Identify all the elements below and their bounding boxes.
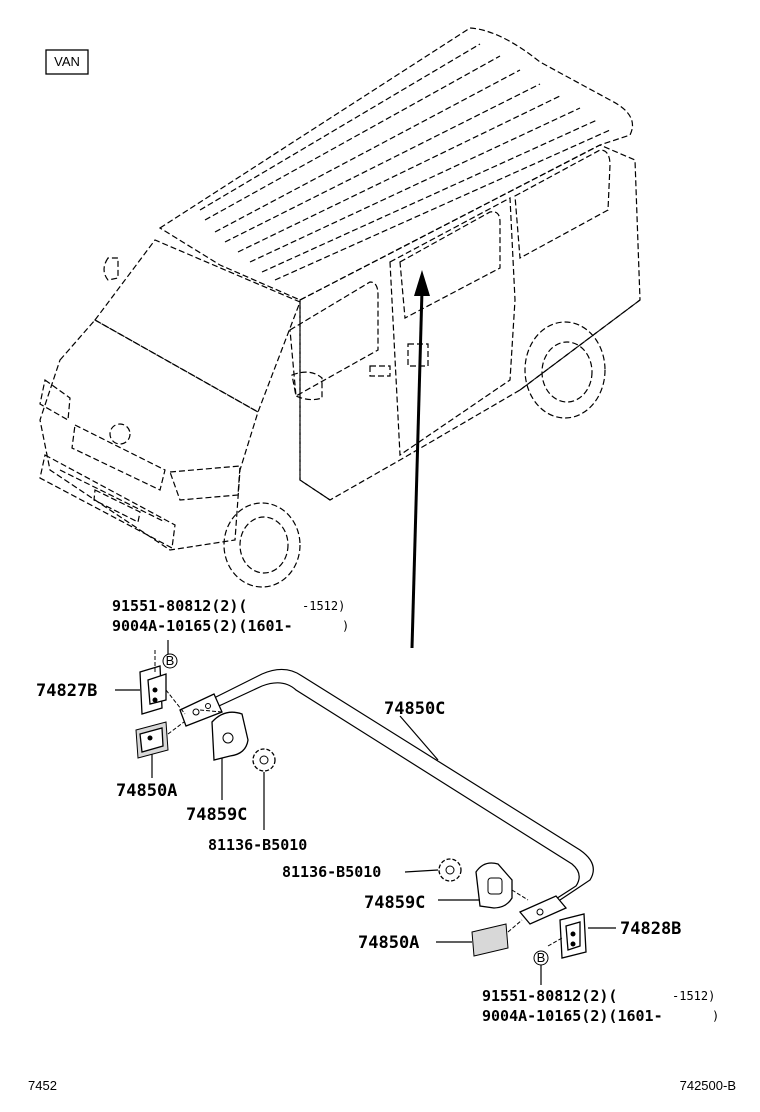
- van-rear-window: [514, 149, 611, 259]
- label-74859c-right: 74859C: [364, 893, 425, 913]
- bolt-marker-top-text: B: [166, 653, 175, 668]
- van-headlight-right: [169, 465, 241, 501]
- van-left-mirror: [103, 257, 119, 281]
- leader-lines: [115, 689, 616, 943]
- van-slide-handle: [407, 343, 429, 367]
- van-emblem: [109, 423, 131, 445]
- bolt-bottom-part2: 9004A-10165(2)(1601-: [482, 1007, 663, 1025]
- van-front-wheel: [223, 502, 301, 588]
- label-74850a-left: 74850A: [116, 781, 177, 801]
- label-74828b: 74828B: [620, 919, 681, 939]
- footer-right-code: 742500-B: [680, 1078, 736, 1093]
- bolt-top-part2: 9004A-10165(2)(1601-: [112, 617, 293, 635]
- footer-left-code: 7452: [28, 1078, 57, 1093]
- bolt-bottom-range2: ): [712, 1009, 719, 1023]
- holder-74859c-left: [199, 709, 249, 761]
- bolt-marker-top: B: [154, 640, 178, 672]
- installation-arrow: [410, 270, 430, 649]
- bolt-bottom-range1: -1512): [672, 989, 715, 1003]
- bolt-marker-bottom: B: [533, 950, 549, 985]
- pad-74850a-right: [471, 919, 523, 957]
- label-74850c: 74850C: [384, 699, 445, 719]
- van-side-mirror: [291, 371, 323, 401]
- bolt-top-range2: ): [342, 619, 349, 633]
- bolt-top-range1: -1512): [302, 599, 345, 613]
- van-front-face: [39, 319, 259, 551]
- label-74827b: 74827B: [36, 681, 97, 701]
- van-illustration: [39, 27, 641, 588]
- bolt-marker-bottom-text: B: [537, 950, 546, 965]
- clip-81136-left: [252, 748, 276, 772]
- label-74850a-right: 74850A: [358, 933, 419, 953]
- label-74859c-left: 74859C: [186, 805, 247, 825]
- clip-81136-right: [438, 858, 462, 882]
- pad-74850a-left: [135, 721, 185, 759]
- label-81136-right: 81136-B5010: [282, 863, 381, 881]
- van-rear-wheel: [524, 321, 606, 419]
- van-roof-ribs: [199, 43, 611, 281]
- van-badge: VAN: [45, 49, 89, 75]
- bolt-top-part1: 91551-80812(2)(: [112, 597, 247, 615]
- holder-74859c-right: [475, 862, 529, 909]
- hinge-74827b: [139, 665, 186, 715]
- van-roof-outline: [158, 27, 634, 301]
- hinge-74828b: [547, 913, 587, 959]
- van-door-handle: [369, 365, 391, 377]
- van-door-window: [399, 211, 501, 319]
- bolt-bottom-part1: 91551-80812(2)(: [482, 987, 617, 1005]
- van-bumper: [39, 454, 176, 549]
- van-headlight-left: [39, 378, 71, 421]
- label-81136-left: 81136-B5010: [208, 836, 307, 854]
- van-grille: [71, 424, 166, 491]
- van-side-body: [299, 144, 641, 501]
- van-windshield: [94, 239, 301, 413]
- van-badge-text: VAN: [54, 54, 80, 69]
- van-front-window: [289, 281, 379, 397]
- van-sliding-door: [389, 197, 516, 457]
